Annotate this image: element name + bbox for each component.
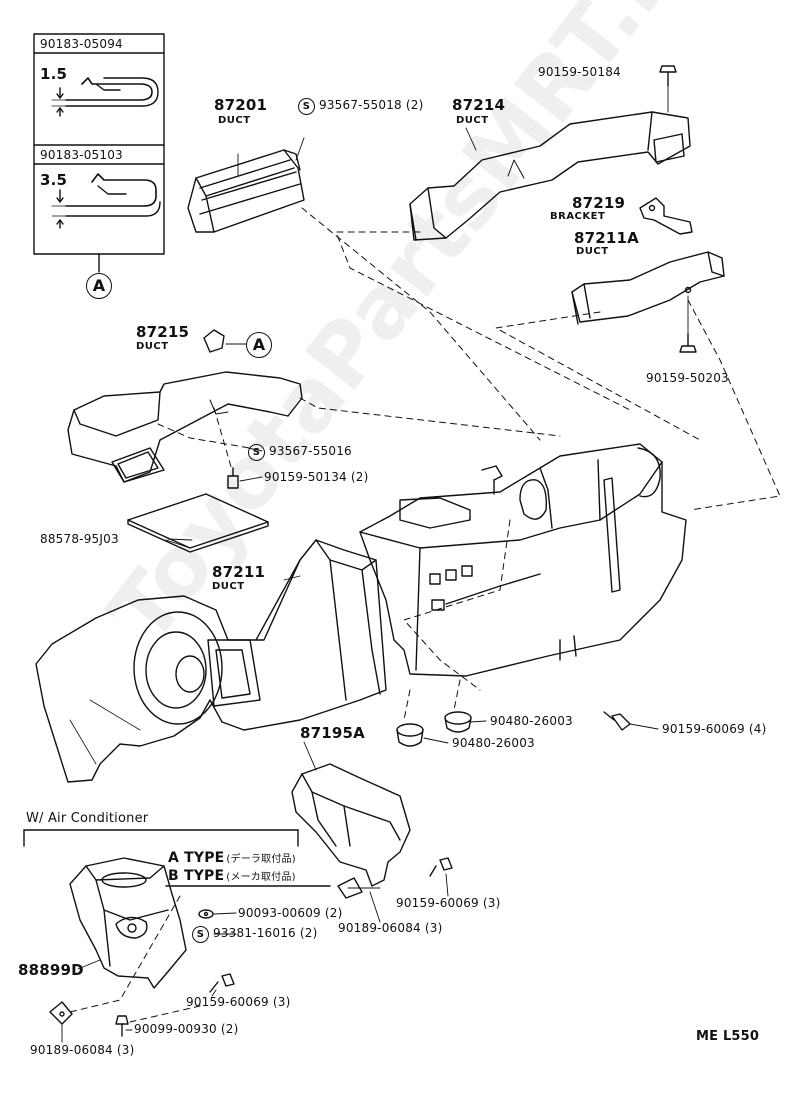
label-93567-55018: S 93567-55018 (2) [298,98,424,115]
screw-90099-00930-drawing [115,1015,129,1037]
label-90480-26003-b: 90480-26003 [452,736,535,750]
duct-87215-drawing [67,329,303,483]
duct-87214-drawing [409,85,691,241]
duct-87201-drawing [187,137,305,233]
screw-90159-50203-drawing [679,333,697,353]
clip2-dimension: 3.5 [40,171,68,189]
label-90159-60069-3a: 90159-60069 (3) [396,896,501,910]
ref-a-circle-duct: A [246,332,272,358]
label-90099-00930: 90099-00930 (2) [134,1022,239,1036]
type-b-label: B TYPE [168,868,225,884]
bracket-87219-drawing [639,197,693,235]
clip1-part-number: 90183-05094 [40,37,123,51]
type-b-row: B TYPE(メーカ取付品) [168,868,296,884]
screw-90159-60069-4-drawing [603,711,631,731]
s-mark: S [298,98,315,115]
nut-90189-06084-3b-drawing [49,1001,73,1043]
clip1-dimension: 1.5 [40,65,68,83]
blower-87211-drawing [35,539,387,783]
screw-90159-50184-drawing [659,65,677,87]
type-a-row: A TYPE(デーラ取付品) [168,850,296,866]
ac-section-title: W/ Air Conditioner [26,811,149,826]
label-90159-50134: 90159-50134 (2) [264,470,369,484]
s-mark-2: S [248,444,265,461]
label-90093-00609: 90093-00609 (2) [238,906,343,920]
label-87214: 87214 [452,96,506,114]
label-88899D: 88899D [18,961,84,979]
diagram-code: ME L550 [696,1029,760,1044]
label-87215-desc: DUCT [136,341,169,352]
label-87211-desc: DUCT [212,581,245,592]
label-93567-55016-text: 93567-55016 [269,444,352,458]
label-90159-60069-4: 90159-60069 (4) [662,722,767,736]
clip-inset-box [33,33,165,273]
label-87219-desc: BRACKET [550,211,606,222]
label-90189-06084-3b: 90189-06084 (3) [30,1043,135,1057]
label-93567-55018-text: 93567-55018 (2) [319,98,424,112]
screw-90159-60069-3b-drawing [209,973,235,993]
label-90159-50203: 90159-50203 [646,371,729,385]
label-87215: 87215 [136,323,190,341]
label-90480-26003-a: 90480-26003 [490,714,573,728]
label-87195A: 87195A [300,724,365,742]
ref-a-circle: A [86,273,112,299]
label-93567-55016: S 93567-55016 [248,444,352,461]
label-90159-60069-3b: 90159-60069 (3) [186,995,291,1009]
washer-90093-drawing [198,909,214,919]
cover-87195A-drawing [291,763,411,887]
label-87211A: 87211A [574,229,639,247]
s-mark-3: S [192,926,209,943]
duct-87211A-drawing [571,251,725,335]
screw-90159-60069-3a-drawing [429,857,453,877]
label-93381-16016: S 93381-16016 (2) [192,926,318,943]
label-90189-06084-3a: 90189-06084 (3) [338,921,443,935]
label-87201: 87201 [214,96,268,114]
label-90159-50184: 90159-50184 [538,65,621,79]
label-87219: 87219 [572,194,626,212]
screw-90159-50134-drawing [227,467,239,489]
label-87211: 87211 [212,563,266,581]
label-87214-desc: DUCT [456,115,489,126]
label-leaders [77,447,659,1031]
label-87201-desc: DUCT [218,115,251,126]
type-a-label: A TYPE [168,850,225,866]
label-87211A-desc: DUCT [576,246,609,257]
label-93381-16016-text: 93381-16016 (2) [213,926,318,940]
cover-88899D-drawing [69,857,187,989]
heater-unit-drawing [359,443,687,677]
grommets-90480-drawing [396,711,472,747]
dashed-leaders [69,207,781,1023]
type-b-note: (メーカ取付品) [226,872,296,883]
type-a-note: (デーラ取付品) [226,854,296,865]
clip2-part-number: 90183-05103 [40,148,123,162]
label-88578-95J03: 88578-95J03 [40,532,119,546]
nut-90189-06084-3a-drawing [337,877,381,899]
